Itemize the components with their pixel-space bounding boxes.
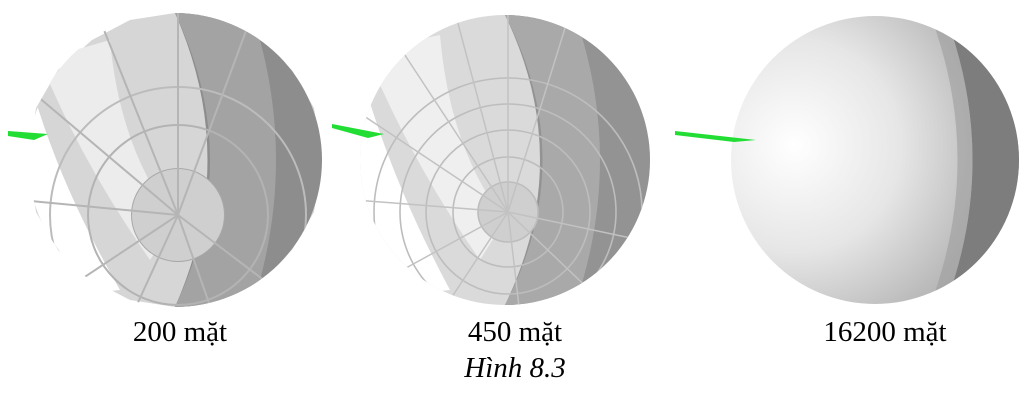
caption-16200-faces: 16200 mặt [790,316,980,349]
caption-200-faces: 200 mặt [105,316,255,349]
sphere-200-faces [8,10,330,343]
sphere-450-faces [332,10,660,346]
sphere-16200-faces [675,14,1030,306]
figure-title: Hình 8.3 [440,352,590,385]
caption-450-faces: 450 mặt [440,316,590,349]
